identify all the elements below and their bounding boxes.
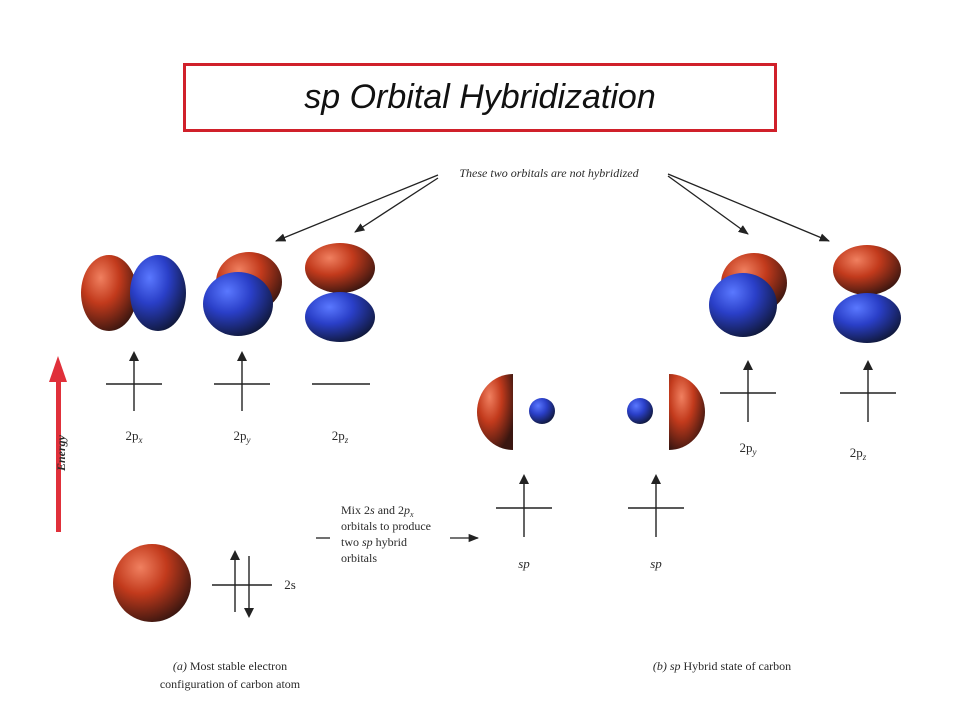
orbital-2pz-b	[833, 245, 901, 343]
page-title: sp Orbital Hybridization	[304, 78, 656, 116]
level-2py-a	[214, 351, 270, 411]
orbital-2s	[113, 544, 191, 622]
orbital-sp-left	[477, 374, 555, 450]
level-2py-b	[720, 360, 776, 422]
level-sp-right	[628, 474, 684, 537]
mix-note-line2: orbitals to produce	[341, 519, 431, 533]
level-sp-left	[496, 474, 552, 537]
label-sp-left: sp	[518, 556, 530, 571]
energy-label: Energy	[54, 434, 68, 472]
label-sp-right: sp	[650, 556, 662, 571]
mix-note-line3: two sp hybrid	[341, 535, 407, 549]
callout-arrows	[275, 173, 830, 242]
label-2py-b: 2py	[740, 440, 757, 457]
level-2pz-b	[840, 360, 896, 422]
label-2px-a: 2px	[126, 428, 143, 445]
level-2px-a	[106, 351, 162, 411]
mix-note-line4: orbitals	[341, 551, 377, 565]
label-2pz-b: 2pz	[850, 445, 867, 462]
energy-arrow	[49, 356, 67, 532]
title-box: sp Orbital Hybridization	[183, 63, 777, 132]
label-2s: 2s	[284, 577, 296, 592]
caption-b: (b) sp Hybrid state of carbon	[653, 659, 791, 673]
label-2pz-a: 2pz	[332, 428, 349, 445]
caption-a-line1: (a) Most stable electron	[173, 659, 287, 673]
caption-a-line2: configuration of carbon atom	[160, 677, 301, 691]
level-2s	[212, 550, 272, 618]
orbital-2py-b	[709, 253, 787, 337]
label-2py-a: 2py	[234, 428, 251, 445]
orbital-2py-a	[203, 252, 282, 336]
orbital-2pz-a	[305, 243, 375, 342]
mix-note-line1: Mix 2s and 2px	[341, 503, 414, 519]
orbital-sp-right	[627, 374, 705, 450]
callout-text: These two orbitals are not hybridized	[459, 166, 639, 180]
orbital-2px-a	[81, 255, 186, 331]
